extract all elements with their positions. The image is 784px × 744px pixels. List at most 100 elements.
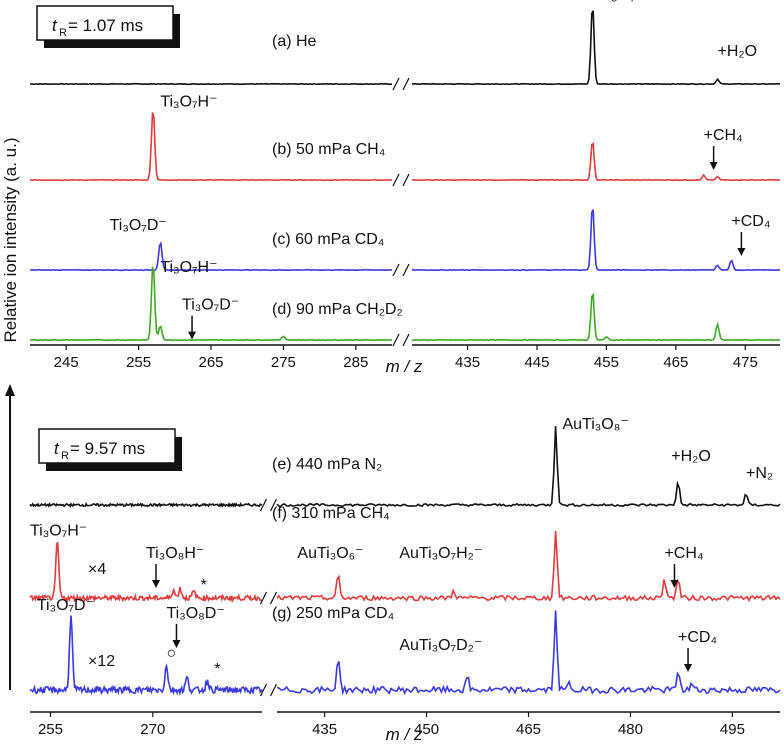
x-tick-label: 255 <box>38 721 63 738</box>
series-trace: (e) 440 mPa N₂ AuTi₃O₈⁻ +H₂O +N₂ <box>29 416 781 512</box>
axis-break-mark <box>392 77 400 91</box>
tR-value-top: = 1.07 ms <box>68 16 143 35</box>
x-tick-label: 445 <box>524 354 549 371</box>
multiplier-label: ×12 <box>88 653 115 670</box>
axis-break-mark <box>402 333 410 347</box>
x-tick-label: 480 <box>618 721 643 738</box>
plot-layer: 245 255 265 275 285 435 445 455 465 475 (a) He AuTi… <box>29 0 781 738</box>
annotation-arrowhead <box>152 580 160 588</box>
x-axis-label-top: m / z <box>386 357 423 376</box>
x-tick-label: 495 <box>720 721 745 738</box>
axis-break-mark <box>392 263 400 277</box>
series-name-label: (g) 250 mPa CD₄ <box>272 605 394 622</box>
peak-annotation: +CH₄ <box>704 127 743 144</box>
x-tick-label: 285 <box>343 354 368 371</box>
series-line <box>411 209 781 272</box>
peak-annotation: ○ <box>166 645 176 662</box>
axis-break-mark <box>402 77 410 91</box>
annotation-arrowhead <box>670 580 679 588</box>
peak-annotation: AuTi₃O₆⁻ <box>297 545 363 562</box>
peak-annotation: Ti₃O₇D⁻ <box>110 217 167 234</box>
axis-break-mark <box>392 173 400 187</box>
peak-annotation: AuTi₃O₇⁻ <box>579 0 644 4</box>
x-tick-label: 270 <box>140 721 165 738</box>
axis-break-mark <box>269 498 278 512</box>
annotation-arrowhead <box>684 664 693 672</box>
axis-break-mark <box>402 173 410 187</box>
series-name-label: (e) 440 mPa N₂ <box>272 456 382 473</box>
series-line <box>412 10 780 86</box>
series-line <box>411 292 781 342</box>
top-panel: 245 255 265 275 285 435 445 455 465 475 (a) He AuTi… <box>29 0 781 371</box>
peak-annotation: Ti₃O₇H⁻ <box>30 523 87 540</box>
series-trace: (d) 90 mPa CH₂D₂ Ti₃O₇H⁻ Ti₃O₇D⁻ <box>29 259 781 347</box>
x-tick-label: 265 <box>198 354 223 371</box>
peak-annotation: Ti₃O₈H⁻ <box>146 545 204 562</box>
tR-value-bottom: = 9.57 ms <box>70 439 145 458</box>
x-tick-label: 245 <box>54 354 79 371</box>
peak-annotation: +CD₄ <box>678 629 717 646</box>
peak-annotation: AuTi₃O₈⁻ <box>562 416 628 433</box>
peak-annotation: * <box>201 577 207 594</box>
axis-break-mark <box>259 591 268 605</box>
series-line <box>29 541 263 604</box>
axis-break-mark <box>269 591 278 605</box>
annotation-arrowhead <box>172 640 181 648</box>
peak-annotation: Ti₃O₇D⁻ <box>182 297 239 314</box>
axis-break-mark <box>392 333 400 347</box>
peak-annotation: +H₂O <box>718 43 758 60</box>
series-trace: (a) He AuTi₃O₇⁻ +H₂O <box>30 0 780 91</box>
y-axis-arrowhead <box>5 384 15 396</box>
annotation-arrowhead <box>188 331 197 340</box>
tR-box-bottom: t R = 9.57 ms <box>38 428 182 471</box>
x-axis-label-bottom: m / z <box>386 725 423 744</box>
series-line <box>29 240 393 272</box>
x-tick-label: 275 <box>271 354 296 371</box>
series-name-label: (a) He <box>272 33 317 50</box>
peak-annotation: Ti₃O₇H⁻ <box>160 259 217 276</box>
series-line <box>276 610 781 696</box>
x-tick-label: 450 <box>414 721 439 738</box>
x-tick-label: 435 <box>455 354 480 371</box>
peak-annotation: +CD₄ <box>731 213 770 230</box>
series-line <box>30 112 393 182</box>
tR-sub: R <box>61 450 69 462</box>
peak-annotation: +H₂O <box>671 448 711 465</box>
peak-annotation: Ti₃O₇H⁻ <box>160 93 217 110</box>
x-tick-label: 455 <box>594 354 619 371</box>
series-line <box>276 426 781 508</box>
axis-break-mark <box>259 498 268 512</box>
peak-annotation: * <box>214 661 220 678</box>
series-name-label: (f) 310 mPa CH₄ <box>272 505 390 522</box>
x-tick-label: 475 <box>733 354 758 371</box>
x-tick-label: 435 <box>312 721 337 738</box>
tR-sub: R <box>59 27 67 39</box>
series-line <box>411 142 781 182</box>
series-line <box>276 531 781 603</box>
tR-label: t <box>52 16 58 35</box>
bottom-panel: 255 270 435 450 465 480 495 (e) 440 mPa N₂ AuTi₃… <box>29 416 781 738</box>
annotation-arrowhead <box>709 162 718 170</box>
axis-break-mark <box>259 683 268 697</box>
x-tick-label: 255 <box>126 354 151 371</box>
tR-label: t <box>54 439 60 458</box>
annotation-arrowhead <box>737 248 746 256</box>
peak-annotation: +N₂ <box>746 465 773 482</box>
peak-annotation: +CH₄ <box>664 545 703 562</box>
series-line <box>29 501 263 508</box>
peak-annotation: Ti₃O₇D⁻ <box>37 597 94 614</box>
series-name-label: (d) 90 mPa CH₂D₂ <box>272 301 403 318</box>
peak-annotation: AuTi₃O₇H₂⁻ <box>399 545 482 562</box>
x-tick-label: 465 <box>516 721 541 738</box>
peak-annotation: Ti₃O₈D⁻ <box>166 605 224 622</box>
series-trace: (g) 250 mPa CD₄×12Ti₃O₇D⁻○Ti₃O₈D⁻*AuTi₃O… <box>29 597 781 697</box>
series-line <box>29 615 263 697</box>
y-axis-label: Relative ion intensity (a. u.) <box>1 137 20 342</box>
series-line <box>30 82 392 86</box>
x-tick-label: 465 <box>663 354 688 371</box>
axis-break-mark <box>269 683 278 697</box>
axis-break-mark <box>402 263 410 277</box>
series-trace: (f) 310 mPa CH₄×4Ti₃O₇H⁻Ti₃O₈H⁻*AuTi₃O₆⁻… <box>29 505 781 605</box>
